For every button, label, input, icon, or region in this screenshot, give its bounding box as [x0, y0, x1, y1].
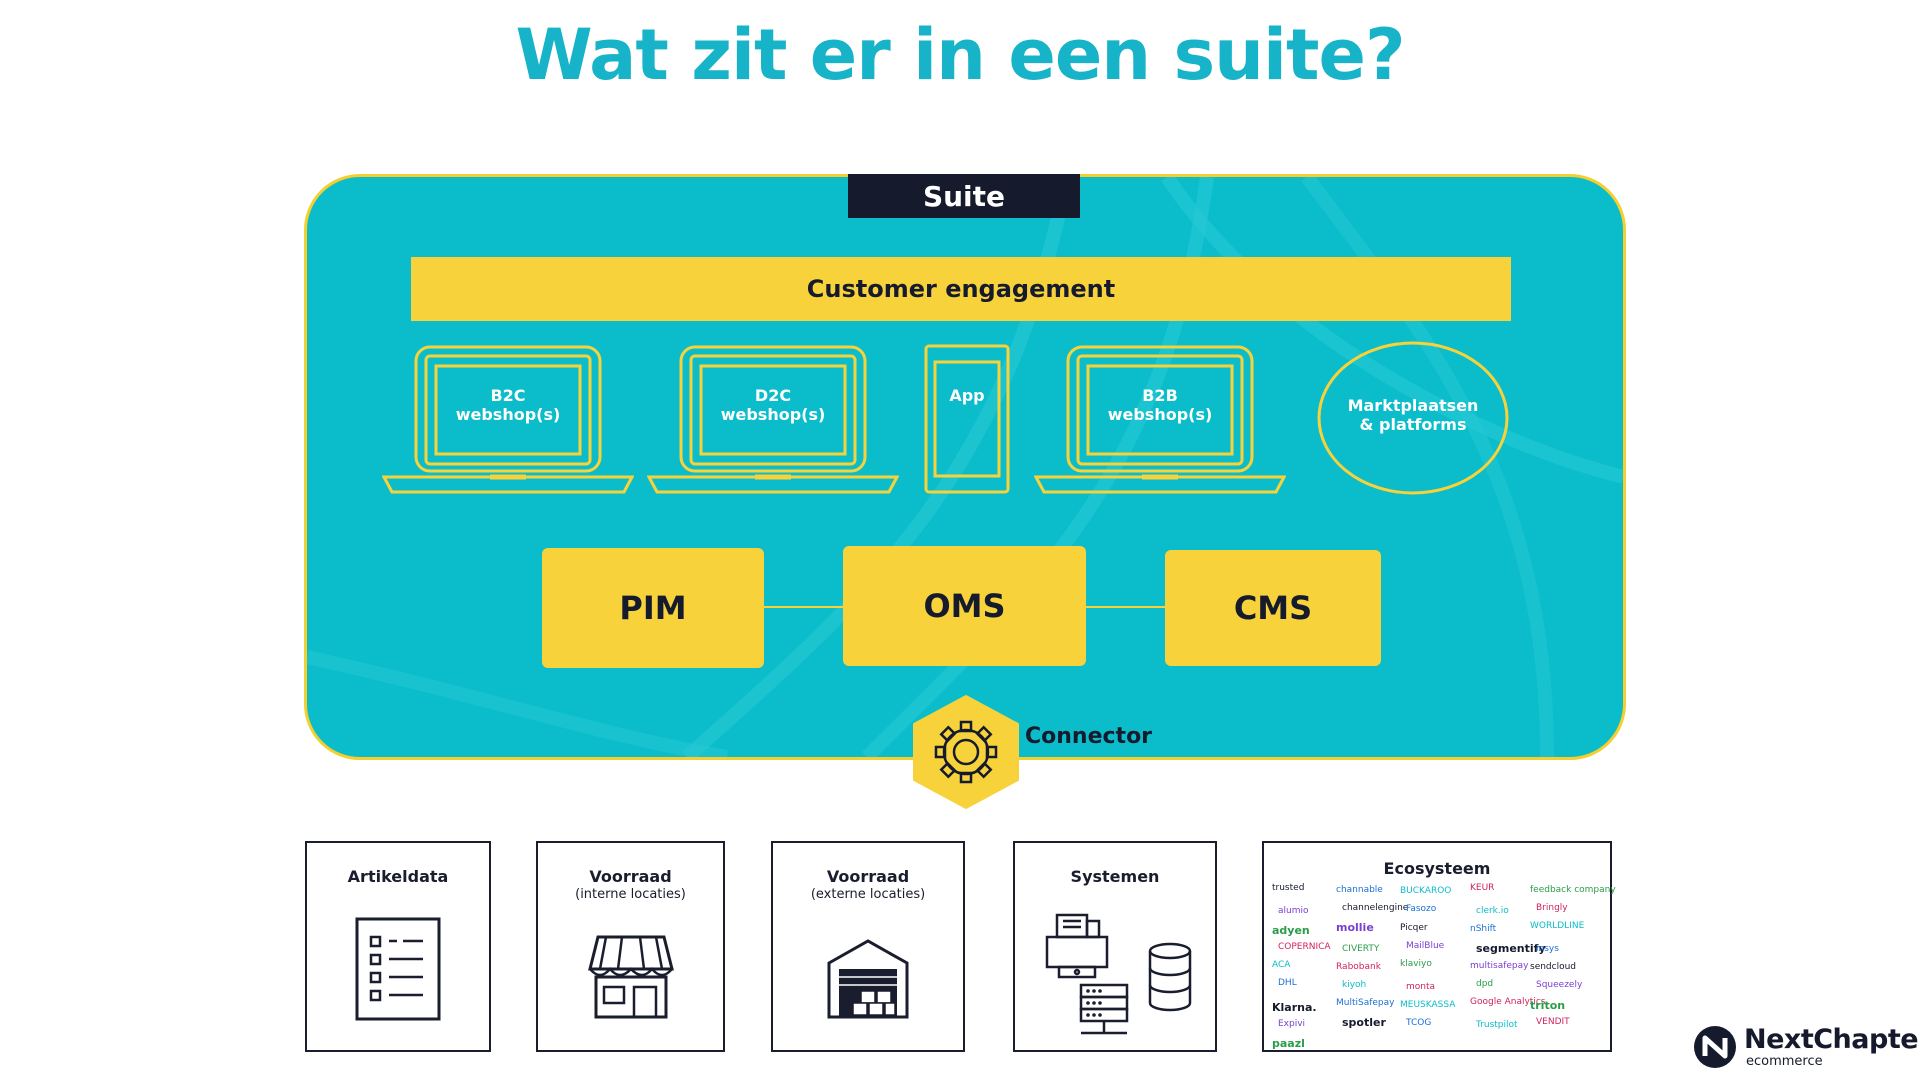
partner-logo: Picqer: [1400, 922, 1428, 933]
source-title: Systemen: [1070, 867, 1160, 886]
partner-logo: mollie: [1336, 921, 1374, 934]
warehouse-icon: [827, 939, 909, 1019]
source-voorraad-extern: Voorraad (externe locaties): [771, 841, 965, 1052]
partner-logo: CIVERTY: [1342, 943, 1380, 954]
laptop-icon: [647, 345, 899, 494]
partner-logo: dpd: [1476, 978, 1494, 989]
channel-marketplaces: Marktplaatsen & platforms: [1316, 340, 1510, 496]
module-cms: CMS: [1165, 550, 1381, 666]
partner-logos: trusted channable BUCKAROO KEUR feedback com…: [1264, 881, 1616, 1050]
partner-logo: klaviyo: [1400, 959, 1432, 969]
channel-d2c-webshop: D2C webshop(s): [647, 344, 899, 496]
partner-logo: Bringly: [1536, 903, 1568, 914]
laptop-icon: [382, 345, 634, 494]
partner-logo: COPERNICA: [1278, 942, 1331, 952]
laptop-icon: [1034, 345, 1286, 494]
partner-logo: Squeezely: [1536, 980, 1583, 991]
source-subtitle: (externe locaties): [810, 887, 926, 902]
channel-label: App: [949, 386, 985, 405]
partner-logo: Rabobank: [1336, 961, 1381, 972]
partner-logo: Google Analytics: [1470, 997, 1546, 1007]
partner-logo: adyen: [1272, 923, 1310, 937]
brand-name: NextChapter: [1744, 1024, 1920, 1055]
store-icon: [588, 935, 674, 1019]
partner-logo: WORLDLINE: [1530, 921, 1585, 932]
channel-label: D2C webshop(s): [720, 386, 826, 424]
systems-icon: [1045, 913, 1192, 1035]
partner-logo: channelengine: [1342, 902, 1409, 913]
partner-logo: DHL: [1278, 978, 1297, 989]
partner-logo: spotler: [1342, 1016, 1386, 1030]
partner-logo: TCOG: [1406, 1018, 1432, 1028]
partner-logo: Fasozo: [1406, 904, 1437, 915]
partner-logo: kiyoh: [1342, 980, 1367, 990]
suite-label: Suite: [848, 174, 1080, 218]
ellipse-shape: [1317, 341, 1509, 495]
partner-logo: segmentify: [1476, 942, 1546, 956]
partner-logo: channable: [1336, 884, 1383, 895]
source-title: Voorraad: [826, 867, 910, 886]
brand-sub: ecommerce: [1746, 1054, 1823, 1069]
source-artikeldata: Artikeldata: [305, 841, 491, 1052]
partner-logo: feedback company: [1530, 885, 1616, 895]
partner-logo: KEUR: [1470, 883, 1495, 894]
source-title: Ecosysteem: [1383, 859, 1491, 878]
channel-b2b-webshop: B2B webshop(s): [1034, 344, 1286, 496]
source-title: Artikeldata: [347, 867, 449, 886]
partner-logo: triton: [1530, 998, 1566, 1012]
partner-logo: VENDIT: [1536, 1016, 1570, 1027]
source-voorraad-intern: Voorraad (interne locaties): [536, 841, 725, 1052]
partner-logo: trusted: [1272, 883, 1305, 893]
gear-icon: [913, 695, 1019, 809]
nextchapter-logo: NextChapter ecommerce: [1692, 1022, 1920, 1072]
partner-logo: Klarna.: [1272, 1001, 1317, 1014]
channel-label: Marktplaatsen & platforms: [1347, 396, 1479, 434]
source-ecosysteem: Ecosysteem trusted channable BUCKAROO KEUR f…: [1262, 841, 1616, 1052]
connector-label: Connector: [1025, 724, 1153, 749]
partner-logo: monta: [1406, 981, 1436, 992]
partner-logo: alumio: [1278, 905, 1309, 916]
brand-icon: [1694, 1026, 1736, 1068]
partner-logo: MultiSafepay: [1336, 998, 1395, 1009]
partner-logo: sendcloud: [1530, 962, 1577, 973]
phone-icon: [924, 344, 1010, 494]
partner-logo: MEUSKASSA: [1400, 999, 1456, 1010]
partner-logo: BUCKAROO: [1400, 886, 1452, 897]
partner-logo: Expivi: [1278, 1019, 1306, 1030]
partner-logo: Trustpilot: [1476, 1019, 1518, 1030]
channel-label: B2B webshop(s): [1107, 386, 1213, 424]
channel-app: App: [924, 344, 1010, 494]
module-oms: OMS: [843, 546, 1086, 666]
partner-logo: multisafepay: [1470, 960, 1529, 971]
module-pim: PIM: [542, 548, 764, 668]
module-link: [762, 606, 844, 608]
partner-logo: insys: [1536, 944, 1559, 954]
source-systemen: Systemen: [1013, 841, 1217, 1052]
module-link: [1084, 606, 1166, 608]
partner-logo: clerk.io: [1476, 906, 1509, 916]
channel-label: B2C webshop(s): [455, 386, 561, 424]
page-title: Wat zit er in een suite?: [515, 14, 1405, 96]
partner-logo: paazl: [1272, 1037, 1305, 1051]
source-title: Voorraad: [589, 867, 672, 886]
partner-logo: ACA: [1272, 960, 1291, 971]
partner-logo: MailBlue: [1406, 940, 1445, 951]
checklist-icon: [355, 917, 441, 1021]
partner-logo: nShift: [1470, 924, 1497, 935]
channel-b2c-webshop: B2C webshop(s): [382, 344, 634, 496]
source-subtitle: (interne locaties): [575, 887, 686, 902]
customer-engagement-bar: Customer engagement: [411, 257, 1511, 321]
